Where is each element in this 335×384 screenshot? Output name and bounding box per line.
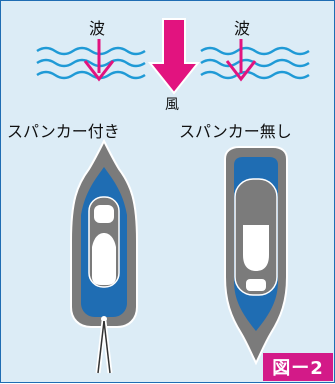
wave-arrow-right [225, 39, 257, 82]
figure-number-badge: 図ー2 [263, 353, 333, 381]
cabin-window-left [92, 233, 116, 285]
wave-label-right: 波 [234, 19, 251, 38]
wave-group-left [36, 39, 146, 82]
cabin-back-right [246, 279, 266, 291]
caption-without-spanker: スパンカー無し [179, 122, 292, 141]
wave-line [36, 46, 146, 56]
wave-line [200, 70, 310, 80]
wave-line [200, 46, 310, 56]
spanker-mount [101, 316, 107, 322]
wave-line [36, 70, 146, 80]
cabin-top-left [94, 205, 114, 223]
wave-arrow-left [83, 39, 115, 82]
wave-label-left: 波 [89, 19, 106, 38]
wave-group-right [200, 39, 310, 82]
wind-label: 風 [165, 97, 179, 113]
boat-without-spanker [224, 146, 288, 366]
boat-with-spanker [70, 138, 138, 374]
spanker-line [103, 320, 111, 374]
cabin-window-right [243, 225, 269, 271]
wind-arrow [147, 18, 201, 95]
caption-with-spanker: スパンカー付き [7, 122, 120, 141]
spanker-line [97, 320, 105, 374]
wave-line [36, 58, 146, 68]
